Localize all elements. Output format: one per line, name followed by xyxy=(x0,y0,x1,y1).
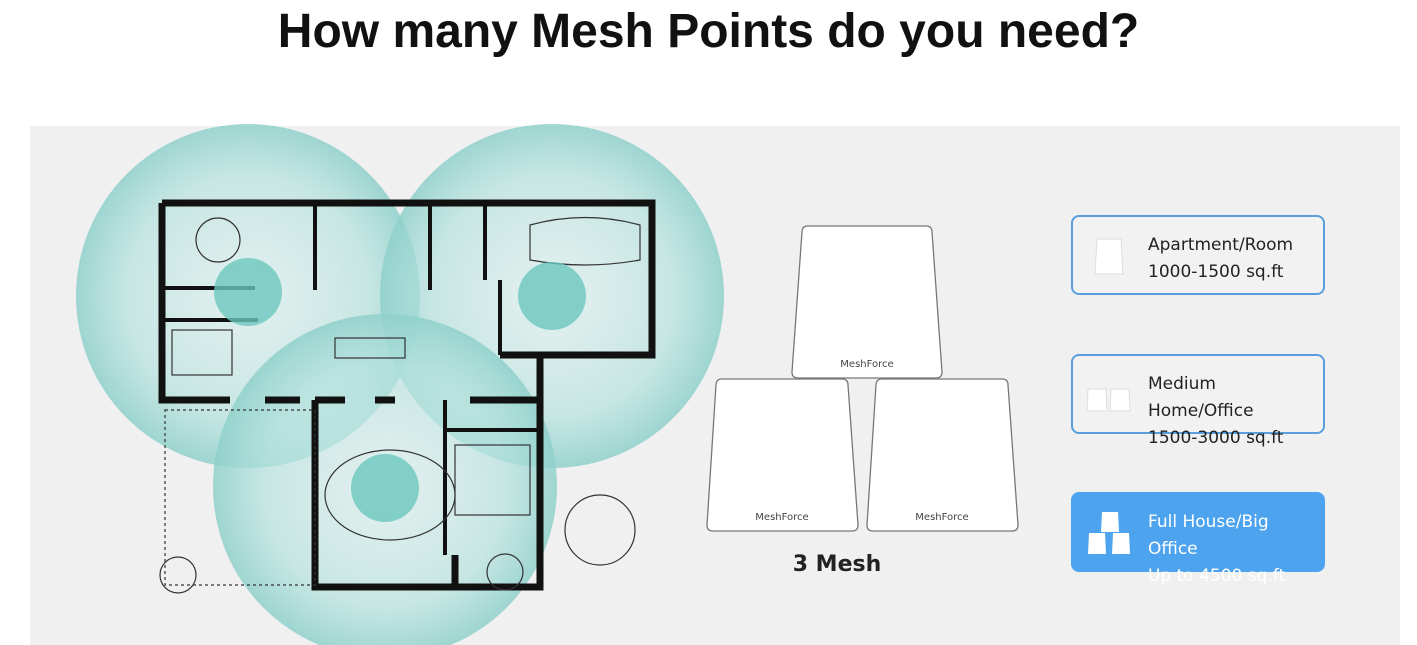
option-apartment-room[interactable]: Apartment/Room 1000-1500 sq.ft xyxy=(1071,215,1325,295)
floor-plan-walls xyxy=(158,199,656,591)
option-range: 1500-3000 sq.ft xyxy=(1148,428,1284,448)
device-logo: MeshForce xyxy=(755,512,808,523)
mesh-point-markers xyxy=(214,258,586,522)
device-logo: MeshForce xyxy=(840,359,893,370)
two-devices-icon xyxy=(1086,388,1131,412)
device-logo: MeshForce xyxy=(915,512,968,523)
page-title: How many Mesh Points do you need? xyxy=(277,5,1140,58)
option-range: Up to 4500 sq.ft xyxy=(1148,566,1286,586)
furniture xyxy=(159,216,641,594)
mesh-point-marker xyxy=(351,454,419,522)
option-name: Medium Home/Office xyxy=(1148,374,1254,421)
mesh-point-marker xyxy=(214,258,282,326)
mesh-device xyxy=(791,225,943,379)
option-range: 1000-1500 sq.ft xyxy=(1148,262,1284,282)
selected-mesh-count: 3 Mesh xyxy=(792,552,882,577)
option-full-house-big-office[interactable]: Full House/Big Office Up to 4500 sq.ft xyxy=(1071,492,1325,586)
three-devices-icon xyxy=(1088,512,1130,554)
option-name: Apartment/Room xyxy=(1148,235,1294,255)
mesh-devices xyxy=(706,225,1019,532)
option-name: Full House/Big Office xyxy=(1148,512,1269,559)
mesh-device xyxy=(866,378,1019,532)
mesh-device xyxy=(706,378,859,532)
mesh-point-marker xyxy=(518,262,586,330)
option-medium-home-office[interactable]: Medium Home/Office 1500-3000 sq.ft xyxy=(1071,354,1325,448)
single-device-icon xyxy=(1094,238,1124,275)
